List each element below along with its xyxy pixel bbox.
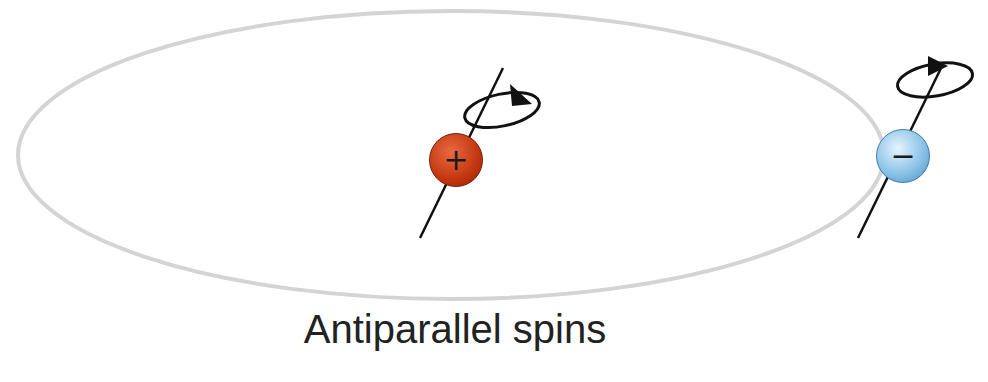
- proton-circle: +: [429, 133, 483, 187]
- charge-sign: +: [443, 145, 468, 175]
- spin-axis: [420, 68, 503, 238]
- spin-arrowhead: [510, 84, 532, 106]
- spin-axis: [858, 62, 944, 238]
- caption-label: Antiparallel spins: [304, 307, 606, 352]
- spin-ring: [462, 86, 543, 133]
- orbit-ellipse: [18, 11, 884, 299]
- charge-sign: −: [890, 141, 915, 171]
- electron-circle: −: [876, 129, 930, 183]
- spin-arrowhead: [928, 56, 948, 76]
